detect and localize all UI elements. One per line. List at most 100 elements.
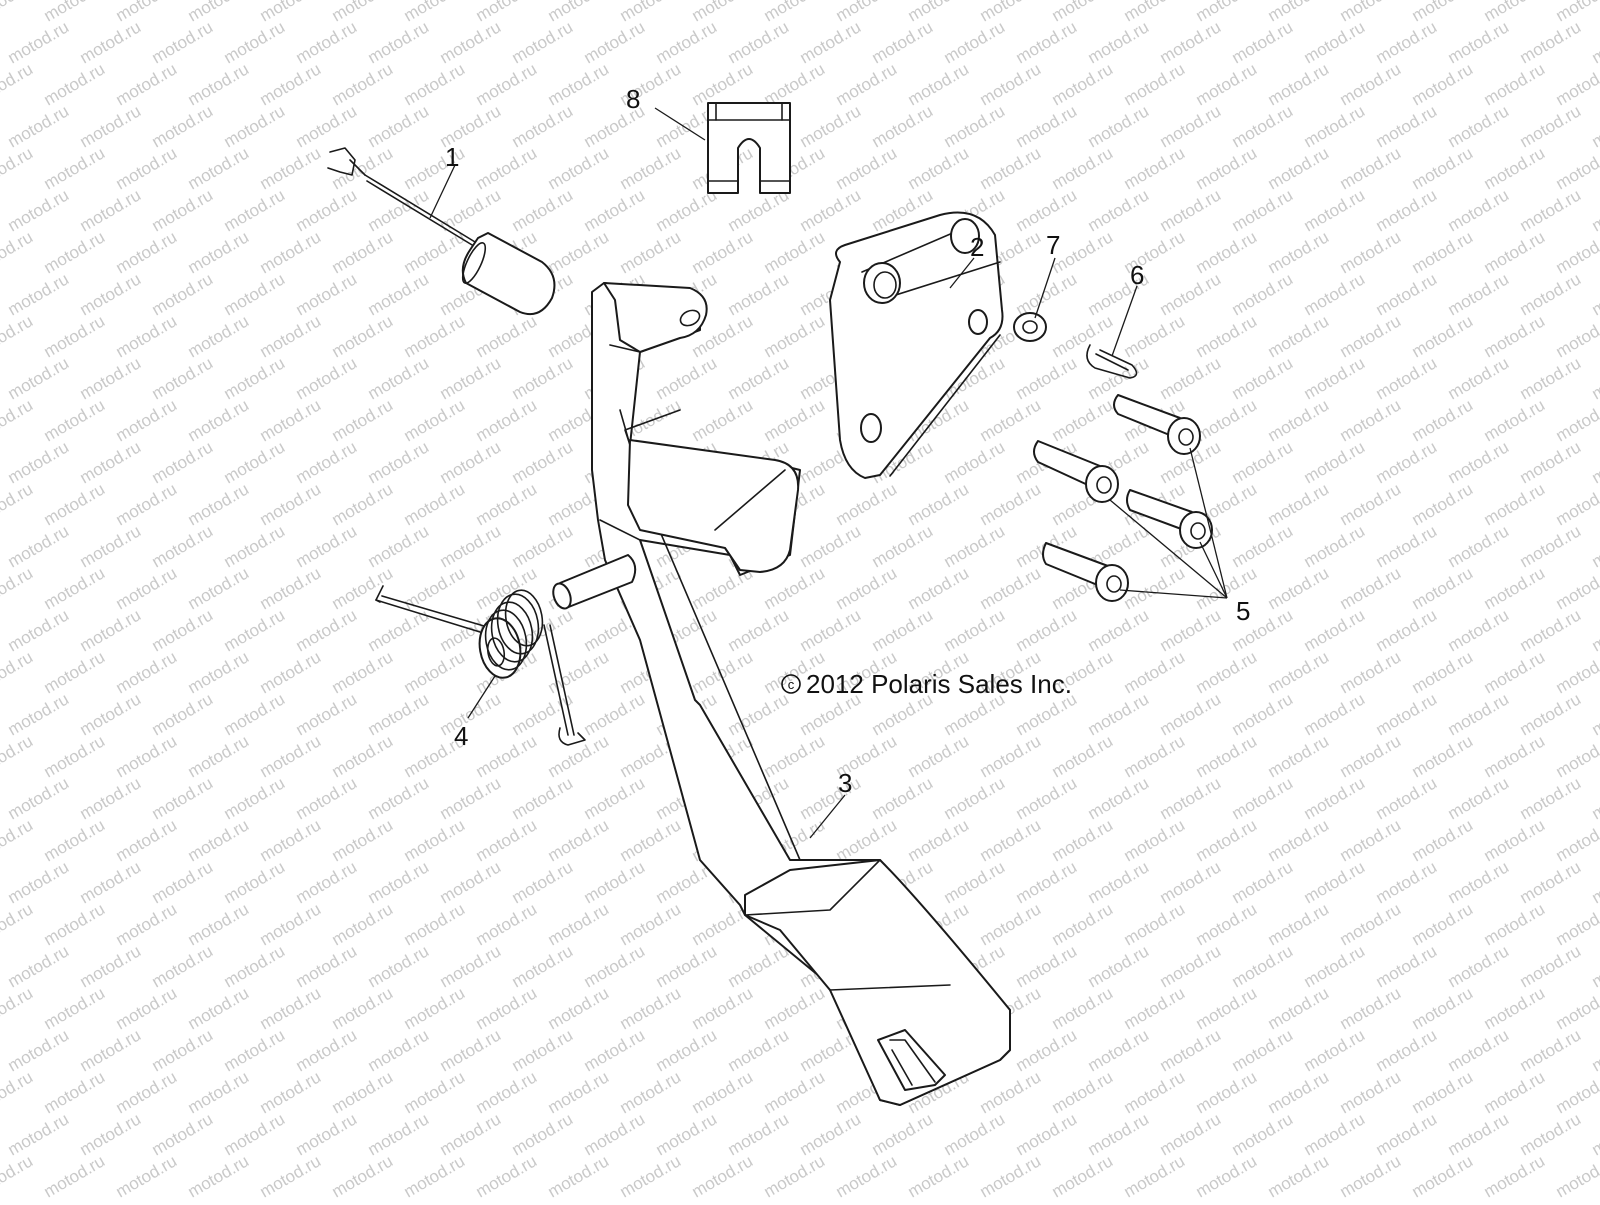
watermark-text: motod.ru bbox=[365, 269, 433, 319]
watermark-text: motod.ru bbox=[0, 59, 36, 109]
watermark-text: motod.ru bbox=[653, 1109, 721, 1159]
watermark-text: motod.ru bbox=[797, 185, 865, 235]
watermark-text: motod.ru bbox=[185, 983, 253, 1033]
watermark-text: motod.ru bbox=[401, 227, 469, 277]
watermark-text: motod.ru bbox=[221, 1109, 289, 1159]
watermark-text: motod.ru bbox=[1517, 941, 1585, 991]
watermark-text: motod.ru bbox=[1553, 731, 1600, 781]
watermark-text: motod.ru bbox=[941, 605, 1009, 655]
watermark-text: motod.ru bbox=[257, 731, 325, 781]
watermark-text: motod.ru bbox=[833, 479, 901, 529]
watermark-text: motod.ru bbox=[1193, 143, 1261, 193]
watermark-text: motod.ru bbox=[941, 101, 1009, 151]
watermark-text: motod.ru bbox=[329, 1151, 397, 1200]
watermark-text: motod.ru bbox=[1337, 1151, 1405, 1200]
watermark-text: motod.ru bbox=[1409, 647, 1477, 697]
watermark-text: motod.ru bbox=[797, 1109, 865, 1159]
watermark-text: motod.ru bbox=[509, 773, 577, 823]
watermark-text: motod.ru bbox=[509, 185, 577, 235]
watermark-text: motod.ru bbox=[1301, 269, 1369, 319]
watermark-text: motod.ru bbox=[185, 143, 253, 193]
watermark-text: motod.ru bbox=[1481, 1151, 1549, 1200]
copyright-text: 2012 Polaris Sales Inc. bbox=[806, 669, 1072, 699]
watermark-text: motod.ru bbox=[1445, 101, 1513, 151]
watermark-text: motod.ru bbox=[617, 1067, 685, 1117]
watermark-text: motod.ru bbox=[617, 227, 685, 277]
watermark-text: motod.ru bbox=[5, 941, 73, 991]
watermark-text: motod.ru bbox=[437, 857, 505, 907]
watermark-text: motod.ru bbox=[1373, 101, 1441, 151]
watermark-text: motod.ru bbox=[221, 941, 289, 991]
watermark-text: motod.ru bbox=[545, 0, 613, 25]
watermark-text: motod.ru bbox=[1085, 941, 1153, 991]
watermark-text: motod.ru bbox=[1085, 773, 1153, 823]
watermark-text: motod.ru bbox=[329, 1067, 397, 1117]
watermark-text: motod.ru bbox=[977, 1151, 1045, 1200]
watermark-text: motod.ru bbox=[365, 941, 433, 991]
watermark-text: motod.ru bbox=[221, 437, 289, 487]
watermark-text: motod.ru bbox=[329, 311, 397, 361]
watermark-text: motod.ru bbox=[113, 1151, 181, 1200]
watermark-text: motod.ru bbox=[689, 1151, 757, 1200]
watermark-text: motod.ru bbox=[1409, 311, 1477, 361]
callout-7: 7 bbox=[1046, 230, 1060, 260]
watermark-text: motod.ru bbox=[365, 101, 433, 151]
watermark-text: motod.ru bbox=[905, 59, 973, 109]
watermark-text: motod.ru bbox=[401, 1151, 469, 1200]
watermark-text: motod.ru bbox=[905, 479, 973, 529]
watermark-text: motod.ru bbox=[1085, 1109, 1153, 1159]
watermark-text: motod.ru bbox=[1193, 815, 1261, 865]
watermark-text: motod.ru bbox=[293, 605, 361, 655]
watermark-text: motod.ru bbox=[293, 857, 361, 907]
watermark-text: motod.ru bbox=[473, 731, 541, 781]
watermark-text: motod.ru bbox=[0, 479, 36, 529]
watermark-text: motod.ru bbox=[1445, 437, 1513, 487]
watermark-text: motod.ru bbox=[545, 815, 613, 865]
watermark-text: motod.ru bbox=[149, 269, 217, 319]
watermark-text: motod.ru bbox=[833, 815, 901, 865]
watermark-text: motod.ru bbox=[1085, 857, 1153, 907]
watermark-text: motod.ru bbox=[509, 437, 577, 487]
watermark-text: motod.ru bbox=[653, 353, 721, 403]
watermark-text: motod.ru bbox=[41, 815, 109, 865]
watermark-text: motod.ru bbox=[725, 1109, 793, 1159]
watermark-text: motod.ru bbox=[1409, 227, 1477, 277]
watermark-text: motod.ru bbox=[1481, 731, 1549, 781]
watermark-text: motod.ru bbox=[689, 1067, 757, 1117]
watermark-text: motod.ru bbox=[941, 773, 1009, 823]
watermark-text: motod.ru bbox=[977, 815, 1045, 865]
watermark-text: motod.ru bbox=[1193, 647, 1261, 697]
watermark-text: motod.ru bbox=[5, 1109, 73, 1159]
watermark-text: motod.ru bbox=[329, 59, 397, 109]
watermark-text: motod.ru bbox=[1445, 605, 1513, 655]
watermark-text: motod.ru bbox=[1013, 353, 1081, 403]
watermark-text: motod.ru bbox=[1193, 311, 1261, 361]
watermark-text: motod.ru bbox=[509, 101, 577, 151]
watermark-text: motod.ru bbox=[797, 521, 865, 571]
watermark-text: motod.ru bbox=[365, 857, 433, 907]
watermark-text: motod.ru bbox=[1445, 521, 1513, 571]
watermark-text: motod.ru bbox=[1589, 941, 1600, 991]
watermark-text: motod.ru bbox=[1409, 983, 1477, 1033]
watermark-text: motod.ru bbox=[41, 227, 109, 277]
watermark-text: motod.ru bbox=[1157, 185, 1225, 235]
watermark-text: motod.ru bbox=[329, 0, 397, 25]
watermark-text: motod.ru bbox=[1229, 269, 1297, 319]
watermark-text: motod.ru bbox=[1013, 857, 1081, 907]
watermark-text: motod.ru bbox=[1517, 773, 1585, 823]
watermark-text: motod.ru bbox=[5, 857, 73, 907]
watermark-text: motod.ru bbox=[545, 59, 613, 109]
watermark-text: motod.ru bbox=[1445, 689, 1513, 739]
watermark-text: motod.ru bbox=[977, 59, 1045, 109]
watermark-text: motod.ru bbox=[1229, 689, 1297, 739]
watermark-text: motod.ru bbox=[1553, 983, 1600, 1033]
watermark-text: motod.ru bbox=[113, 1067, 181, 1117]
watermark-text: motod.ru bbox=[1301, 185, 1369, 235]
watermark-text: motod.ru bbox=[77, 101, 145, 151]
watermark-text: motod.ru bbox=[77, 1109, 145, 1159]
watermark-text: motod.ru bbox=[617, 143, 685, 193]
watermark-text: motod.ru bbox=[1049, 1151, 1117, 1200]
watermark-text: motod.ru bbox=[329, 731, 397, 781]
callout-6: 6 bbox=[1130, 260, 1144, 290]
watermark-text: motod.ru bbox=[1013, 101, 1081, 151]
